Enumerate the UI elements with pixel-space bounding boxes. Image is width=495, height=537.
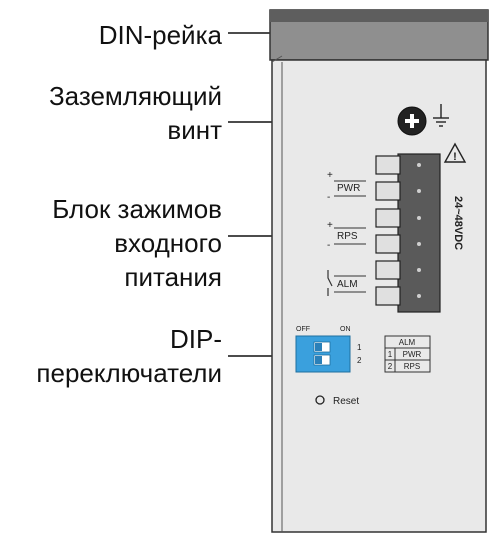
dip-switch-number-1: 1 [357,343,362,352]
pwr-minus-label: - [327,192,330,203]
alarm-table-row-2-label: RPS [404,362,420,371]
ground-screw-label-line1: Заземляющий [48,81,222,111]
alm-label: ALM [337,279,358,290]
reset-button[interactable] [315,395,325,405]
ground-screw-cross [405,114,419,128]
alarm-table-header: ALM [399,338,416,347]
ground-symbol-icon [433,104,449,127]
voltage-label: 24~48VDC [452,196,464,250]
terminal-block-label-line1: Блок зажимов [52,194,222,224]
pwr-plus-label: + [327,170,333,181]
dip-on-label: ON [340,326,351,333]
alarm-table-row-1-num: 1 [388,350,393,359]
device-top-edge [271,55,283,63]
dip-switches-label-line2: переключатели [36,358,222,388]
terminal-block-label-line3: питания [124,262,222,292]
terminal-screws [417,163,421,298]
ground-screw-label: Заземляющий винт [49,79,222,147]
warning-icon [443,142,467,163]
din-rail-highlight [270,10,488,22]
rps-bracket [334,227,366,245]
terminal-block-label-line2: входного [114,228,222,258]
dip-switches-label-line1: DIP- [170,324,222,354]
alm-relay-icon [327,270,333,296]
din-rail-label: DIN-рейка [98,20,222,50]
terminal-block [397,153,441,313]
reset-label: Reset [333,396,359,407]
alarm-table-row-2-num: 2 [388,362,393,371]
alarm-table [384,335,431,373]
dip-off-label: OFF [296,326,310,333]
rps-plus-label: + [327,220,333,231]
terminal-block-label: Блок зажимов входного питания [52,192,222,294]
rps-minus-label: - [327,240,330,251]
dip-switch[interactable] [295,335,351,373]
alm-bracket [334,275,366,293]
rps-label: RPS [337,231,358,242]
pwr-label: PWR [337,183,360,194]
dip-switch-knob-2 [315,356,322,364]
warning-mark: ! [453,151,457,163]
pwr-bracket [334,180,366,197]
alarm-table-row-1-label: PWR [403,350,422,359]
dip-switch-number-2: 2 [357,356,362,365]
dip-switches-label: DIP- переключатели [36,322,222,390]
ground-screw-label-line2: винт [167,115,222,145]
dip-switch-knob-1 [315,343,322,351]
terminal-block-slots [375,155,401,306]
